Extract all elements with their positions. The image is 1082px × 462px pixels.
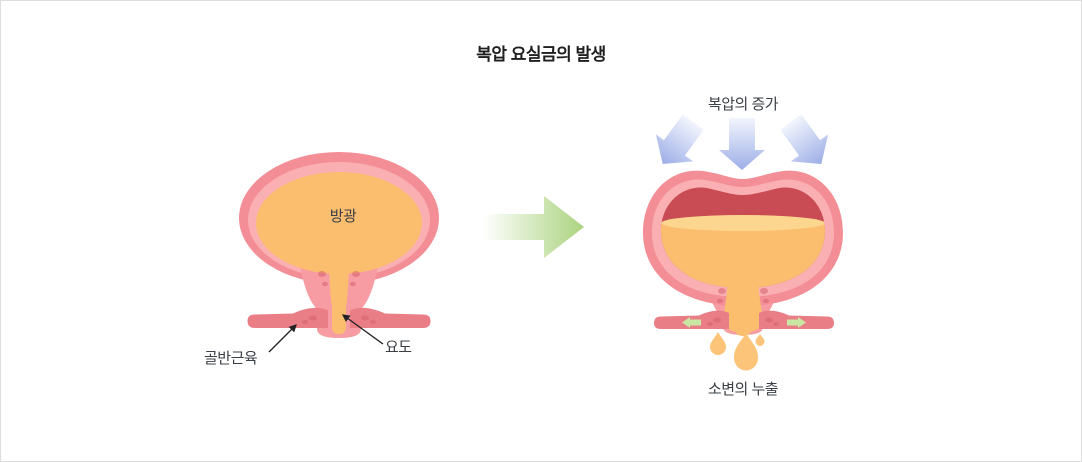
pressure-label: 복압의 증가	[707, 96, 779, 113]
transition-arrow-icon	[483, 196, 584, 258]
urethra-pointer-line	[341, 314, 384, 345]
compressed-bladder-illustration	[643, 114, 843, 371]
pelvic-muscle-left	[247, 307, 328, 328]
pelvic-muscle-pointer-line	[268, 324, 297, 353]
pressure-arrow-left-icon	[655, 114, 704, 165]
bladder-urine	[256, 172, 422, 274]
neck-texture-spots	[717, 288, 769, 304]
muscle-texture-spots	[302, 315, 376, 324]
open-urethra-channel	[724, 281, 762, 333]
leakage-label: 소변의 누출	[707, 381, 779, 398]
urethra-label: 요도	[385, 339, 412, 356]
page-title: 복압 요실금의 발생	[476, 45, 606, 64]
muscle-texture-spots	[707, 317, 779, 326]
pelvic-muscle-label: 골반근육	[204, 350, 258, 367]
urine-drop-tiny	[755, 334, 765, 346]
bladder-label: 방광	[329, 208, 357, 225]
urethra-channel	[329, 266, 349, 334]
pressure-arrows	[655, 114, 829, 170]
muscle-spread-arrow-left-icon	[682, 317, 701, 328]
muscle-spread-arrow-right-icon	[787, 317, 806, 328]
urine-drop-small	[710, 332, 726, 355]
pressure-arrow-middle-icon	[719, 118, 765, 170]
urine-drop-large	[734, 333, 758, 371]
pelvic-muscle-right	[350, 307, 431, 328]
urethra-outflow	[736, 328, 750, 336]
urine-surface	[661, 215, 825, 231]
normal-bladder-illustration	[239, 152, 439, 353]
neck-texture-spots	[318, 271, 360, 287]
pressure-arrow-right-icon	[780, 114, 829, 165]
